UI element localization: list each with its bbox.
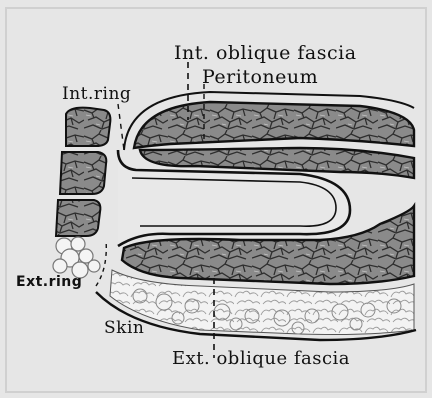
int-ring-dashed-line <box>118 104 124 150</box>
label-skin: Skin <box>104 318 144 338</box>
label-int-oblique-fascia: Int. oblique fascia <box>174 42 357 64</box>
left-fat-globules <box>53 237 100 278</box>
upper-muscle-layer <box>134 102 414 148</box>
label-ext-ring: Ext.ring <box>16 274 82 290</box>
label-peritoneum: Peritoneum <box>202 66 318 88</box>
left-muscle-blocks <box>56 108 110 236</box>
label-ext-oblique-fascia: Ext. oblique fascia <box>172 348 350 369</box>
label-int-ring: Int.ring <box>62 84 131 104</box>
